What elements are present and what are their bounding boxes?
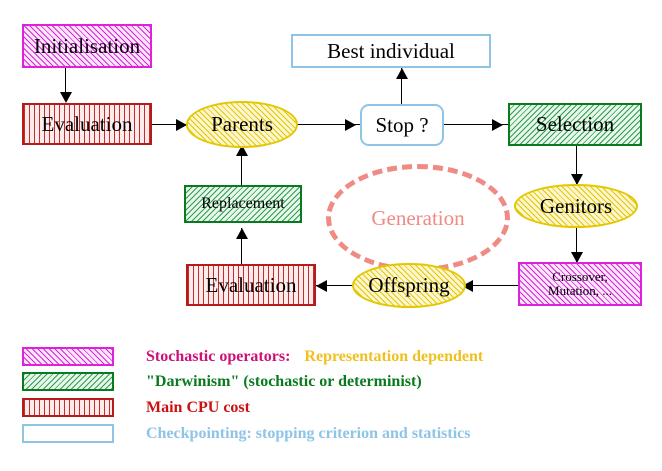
node-generation-label: Generation xyxy=(371,205,465,230)
edge-crossover-offspring-arrowhead xyxy=(462,280,473,292)
legend-swatch-blue-horizontal-hatch-icon xyxy=(22,424,114,443)
node-genitors-label: Genitors xyxy=(539,193,613,218)
legend-swatch-magenta-diagonal-hatch-icon xyxy=(22,347,114,366)
node-offspring-label: Offspring xyxy=(368,273,450,298)
edge-stop-selection-arrowhead xyxy=(492,119,503,131)
edge-replacement-parents-arrowhead xyxy=(236,145,248,156)
legend-label-representation-dependent: Representation dependent xyxy=(304,347,484,365)
node-parents-label: Parents xyxy=(211,112,273,137)
legend-label-darwinism: "Darwinism" (stochastic or determinist) xyxy=(146,372,422,390)
node-stop-label: Stop ? xyxy=(375,112,429,137)
node-best-individual-label: Best individual xyxy=(327,38,455,63)
node-crossover-mutation-line1: Crossover, xyxy=(552,269,608,285)
edge-evaluation-parents-arrowhead xyxy=(176,119,187,131)
legend-label-stochastic-operators: Stochastic operators: Representation dep… xyxy=(146,348,483,366)
edge-parents-stop-arrowhead xyxy=(345,119,356,131)
node-crossover-mutation[interactable]: Crossover, Mutation, ... xyxy=(518,262,642,306)
node-evaluation-top[interactable]: Evaluation xyxy=(22,103,152,145)
edge-selection-genitors xyxy=(576,146,577,186)
node-evaluation-bottom[interactable]: Evaluation xyxy=(186,264,316,306)
node-replacement-label: Replacement xyxy=(201,194,285,212)
legend-label-main-cpu-cost: Main CPU cost xyxy=(146,398,250,416)
legend-swatch-green-diagonal-hatch-icon xyxy=(22,372,114,391)
node-parents[interactable]: Parents xyxy=(186,101,298,148)
node-selection[interactable]: Selection xyxy=(508,103,642,146)
legend-item-checkpointing: Checkpointing: stopping criterion and st… xyxy=(22,424,470,443)
edge-evaluation-replacement xyxy=(241,228,242,266)
node-best-individual[interactable]: Best individual xyxy=(291,34,491,68)
node-initialisation-label: Initialisation xyxy=(33,33,141,58)
edge-offspring-evaluation xyxy=(316,285,372,286)
edge-selection-genitors-arrowhead xyxy=(571,174,583,185)
edge-evaluation-parents xyxy=(148,124,193,125)
edge-stop-best-individual xyxy=(401,68,402,106)
edge-initialisation-evaluation-arrowhead xyxy=(60,92,72,103)
legend-label-checkpointing: Checkpointing: stopping criterion and st… xyxy=(146,424,471,442)
edge-parents-stop xyxy=(296,124,366,125)
node-replacement[interactable]: Replacement xyxy=(184,185,302,223)
legend-item-darwinism: "Darwinism" (stochastic or determinist) xyxy=(22,372,422,391)
node-evaluation-bottom-label: Evaluation xyxy=(205,272,297,297)
node-stop[interactable]: Stop ? xyxy=(360,104,444,146)
edge-initialisation-evaluation xyxy=(65,68,66,98)
legend-item-main-cpu-cost: Main CPU cost xyxy=(22,398,250,417)
legend-label-stochastic-operators-text: Stochastic operators: xyxy=(146,347,291,365)
node-crossover-mutation-line2: Mutation, ... xyxy=(548,283,612,298)
node-offspring[interactable]: Offspring xyxy=(352,263,466,308)
edge-replacement-parents xyxy=(241,145,242,185)
edge-crossover-offspring xyxy=(462,285,518,286)
node-evaluation-top-label: Evaluation xyxy=(41,111,133,136)
edge-genitors-crossover-arrowhead xyxy=(571,252,583,263)
edge-offspring-evaluation-arrowhead xyxy=(316,280,327,292)
legend-swatch-red-vertical-hatch-icon xyxy=(22,398,114,417)
node-genitors[interactable]: Genitors xyxy=(514,184,638,228)
node-selection-label: Selection xyxy=(535,112,615,137)
legend-item-stochastic-operators: Stochastic operators: Representation dep… xyxy=(22,347,483,366)
node-generation-group: Generation xyxy=(326,164,510,272)
edge-stop-selection xyxy=(444,124,514,125)
edge-genitors-crossover xyxy=(576,228,577,262)
edge-stop-best-individual-arrowhead xyxy=(396,68,408,79)
edge-evaluation-replacement-arrowhead xyxy=(236,228,248,239)
node-initialisation[interactable]: Initialisation xyxy=(22,24,152,68)
